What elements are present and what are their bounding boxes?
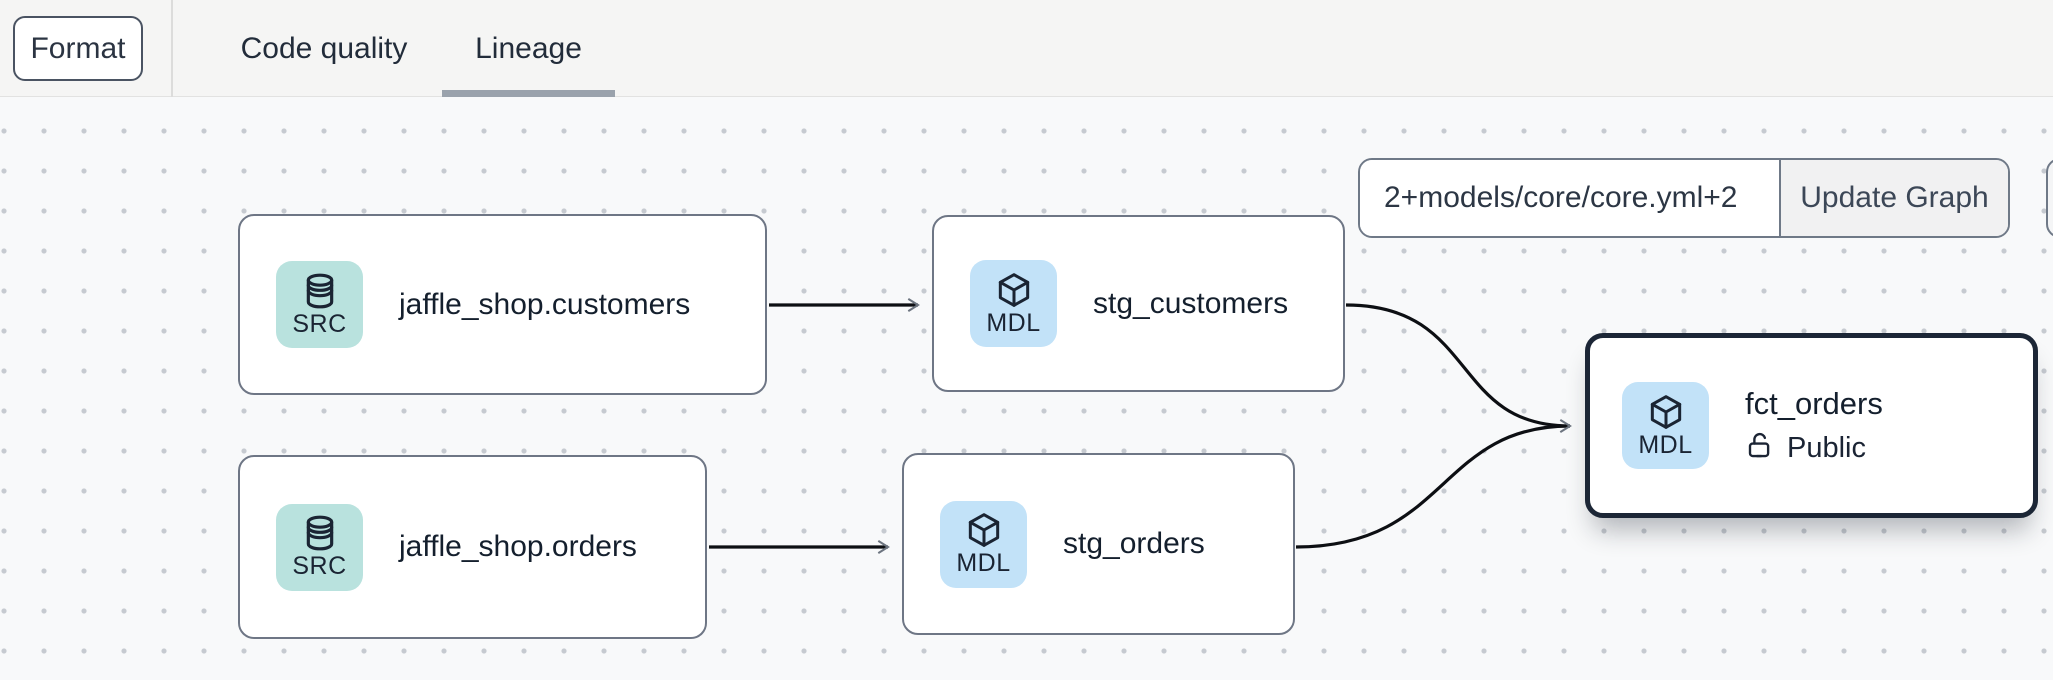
node-title: jaffle_shop.customers: [399, 287, 691, 321]
node-access-label: Public: [1787, 431, 1866, 464]
node-type-label: SRC: [292, 309, 347, 338]
unlock-icon: [1745, 431, 1775, 466]
edge-model-stg-customers-to-model-fct-orders: [1345, 303, 1571, 428]
partial-control-button[interactable]: [2046, 158, 2053, 238]
tab-lineage[interactable]: Lineage: [442, 0, 615, 97]
tab-code-quality[interactable]: Code quality: [203, 0, 445, 97]
lineage-node-model-stg-customers[interactable]: MDL stg_customers: [932, 215, 1345, 392]
node-type-badge: SRC: [276, 261, 363, 348]
node-type-badge: MDL: [970, 260, 1057, 347]
node-title: stg_orders: [1063, 527, 1205, 560]
node-type-badge: MDL: [940, 500, 1027, 588]
cube-icon: [1646, 392, 1686, 432]
node-type-label: MDL: [1638, 430, 1693, 459]
toolbar-divider: [171, 0, 173, 97]
database-icon: [300, 513, 340, 553]
format-button[interactable]: Format: [13, 16, 143, 81]
node-access-row: Public: [1745, 431, 1883, 466]
tab-code-quality-label: Code quality: [240, 31, 408, 65]
node-type-badge: SRC: [276, 503, 363, 591]
tab-lineage-label: Lineage: [475, 31, 582, 65]
node-type-label: SRC: [292, 552, 347, 581]
lineage-node-model-stg-orders[interactable]: MDL stg_orders: [902, 453, 1295, 635]
node-type-label: MDL: [956, 549, 1011, 578]
node-title: stg_customers: [1093, 286, 1289, 320]
cube-icon: [964, 510, 1004, 550]
node-title: fct_orders: [1745, 385, 1883, 421]
top-bar: Format Code quality Lineage: [0, 0, 2053, 97]
selector-input[interactable]: [1360, 160, 1779, 236]
edge-model-stg-orders-to-model-fct-orders: [1295, 419, 1572, 549]
lineage-node-source-jaffle-shop-orders[interactable]: SRC jaffle_shop.orders: [238, 455, 707, 639]
node-title: jaffle_shop.orders: [399, 530, 637, 563]
node-type-label: MDL: [986, 308, 1041, 337]
node-type-badge: MDL: [1622, 382, 1709, 469]
database-icon: [300, 271, 340, 311]
cube-icon: [994, 270, 1034, 310]
update-graph-button[interactable]: Update Graph: [1779, 160, 2008, 236]
graph-controls-group: Update Graph: [1358, 158, 2010, 238]
lineage-edges-layer: [709, 298, 1572, 554]
lineage-node-source-jaffle-shop-customers[interactable]: SRC jaffle_shop.customers: [238, 214, 767, 395]
